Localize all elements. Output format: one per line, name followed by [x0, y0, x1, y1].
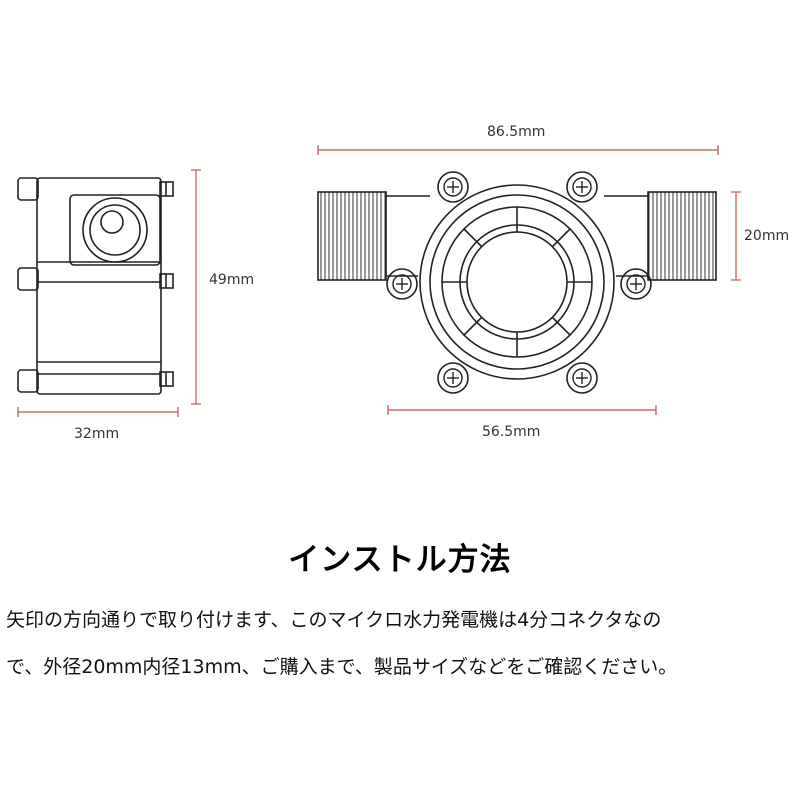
front-total-width-label: 86.5mm [487, 124, 546, 140]
front-body-width-label: 56.5mm [482, 424, 541, 440]
front-thread-height-label: 20mm [744, 228, 790, 244]
front-dimension-lines [317, 145, 741, 415]
product-dimension-diagram [17, 145, 741, 417]
side-view [17, 177, 174, 395]
side-dimension-lines [17, 169, 201, 417]
install-title: インストル方法 [288, 542, 512, 578]
front-screws [392, 177, 646, 388]
side-width-label: 32mm [74, 426, 120, 442]
install-text-line-1: 矢印の方向通りで取り付けます、このマイクロ水力発電機は4分コネクタなの [6, 609, 662, 631]
side-height-label: 49mm [209, 272, 255, 288]
install-text-line-2: で、外径20mm内径13mm、ご購入まで、製品サイズなどをご確認ください。 [6, 656, 678, 678]
front-view [317, 171, 717, 394]
